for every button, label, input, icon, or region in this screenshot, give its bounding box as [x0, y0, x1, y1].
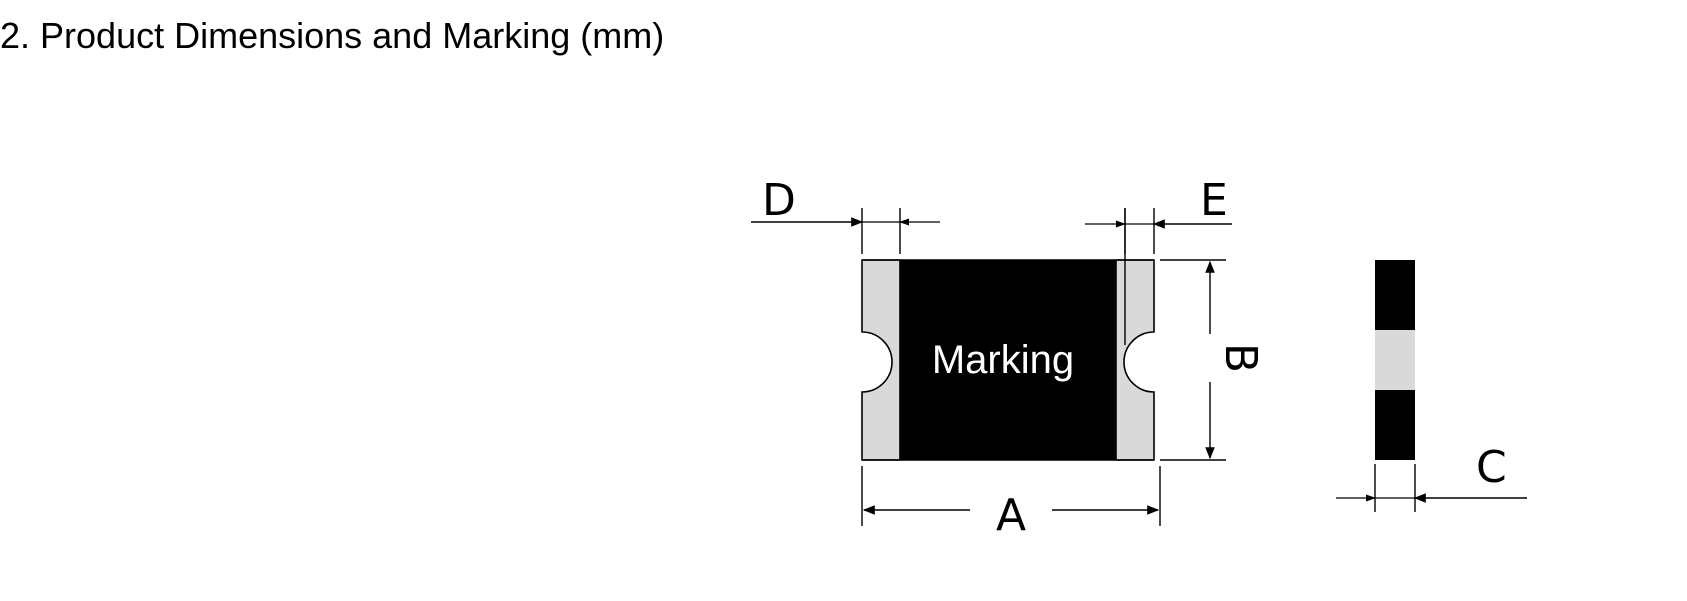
chip-body	[900, 260, 1116, 460]
dimension-a: A	[861, 466, 1161, 541]
dimension-c: C	[1336, 442, 1527, 512]
dimension-a-label: A	[996, 490, 1026, 541]
dimension-d-label: D	[762, 175, 796, 226]
side-body-bottom	[1375, 390, 1415, 460]
dimension-d: D	[751, 175, 940, 254]
section-title: 2. Product Dimensions and Marking (mm)	[0, 15, 665, 56]
left-terminal	[861, 259, 901, 461]
dimension-e: E	[1085, 175, 1232, 254]
dimension-e-label: E	[1200, 175, 1228, 226]
marking-label: Marking	[932, 338, 1074, 382]
right-terminal	[1115, 259, 1155, 461]
dimension-b-label: B	[1215, 343, 1266, 373]
chip-side-view	[1375, 260, 1415, 460]
side-body-top	[1375, 260, 1415, 330]
dimension-b: B	[1160, 259, 1266, 461]
chip-top-view: Marking	[861, 208, 1155, 461]
side-terminal	[1375, 330, 1415, 390]
dimension-c-label: C	[1476, 442, 1507, 493]
